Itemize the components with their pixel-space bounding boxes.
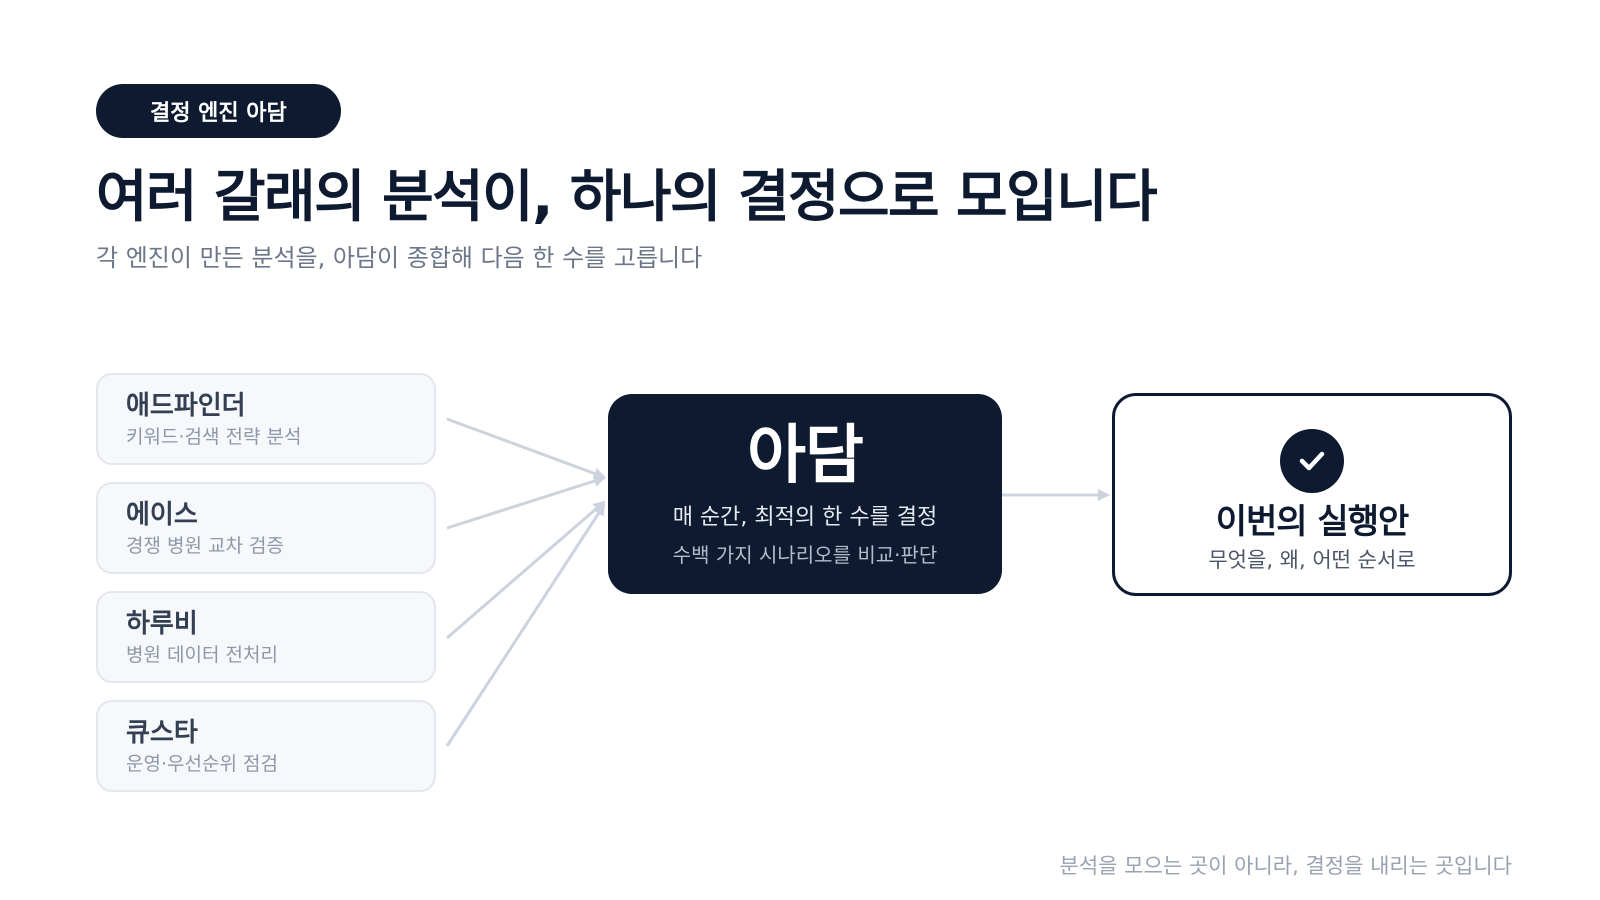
engine-desc: 키워드·검색 전략 분석 [126,426,302,448]
arrow-engine-3 [446,500,606,640]
engine-name: 하루비 [126,609,198,639]
engine-card-ace: 에이스 경쟁 병원 교차 검증 [96,482,436,574]
engine-card-harubi: 하루비 병원 데이터 전처리 [96,591,436,683]
engine-card-qstar: 큐스타 운영·우선순위 점검 [96,700,436,792]
page-subtitle: 각 엔진이 만든 분석을, 아담이 종합해 다음 한 수를 고릅니다 [96,244,703,272]
engine-name: 에이스 [126,500,198,530]
result-desc: 무엇을, 왜, 어떤 순서로 [1208,548,1416,572]
decision-engine-title: 아담 [747,419,864,493]
result-title: 이번의 실행안 [1215,502,1410,542]
arrow-engine-1 [446,417,606,480]
result-box: 이번의 실행안 무엇을, 왜, 어떤 순서로 [1112,393,1512,596]
decision-engine-subtitle: 매 순간, 최적의 한 수를 결정 [672,505,938,530]
footer-note: 분석을 모으는 곳이 아니라, 결정을 내리는 곳입니다 [1059,854,1512,878]
engine-name: 애드파인더 [126,391,246,421]
check-icon [1280,429,1344,493]
decision-engine-detail: 수백 가지 시나리오를 비교·판단 [672,543,938,567]
engine-desc: 경쟁 병원 교차 검증 [126,535,284,557]
engine-desc: 운영·우선순위 점검 [126,753,278,775]
engine-card-adfinder: 애드파인더 키워드·검색 전략 분석 [96,373,436,465]
engine-name: 큐스타 [126,718,198,748]
arrow-engine-4 [445,503,606,747]
page-title: 여러 갈래의 분석이, 하나의 결정으로 모입니다 [96,165,1158,230]
arrow-engine-2 [446,475,606,530]
section-badge: 결정 엔진 아담 [96,84,341,138]
engine-desc: 병원 데이터 전처리 [126,644,278,666]
decision-engine-box: 아담 매 순간, 최적의 한 수를 결정 수백 가지 시나리오를 비교·판단 [608,394,1002,594]
badge-label: 결정 엔진 아담 [150,101,287,126]
